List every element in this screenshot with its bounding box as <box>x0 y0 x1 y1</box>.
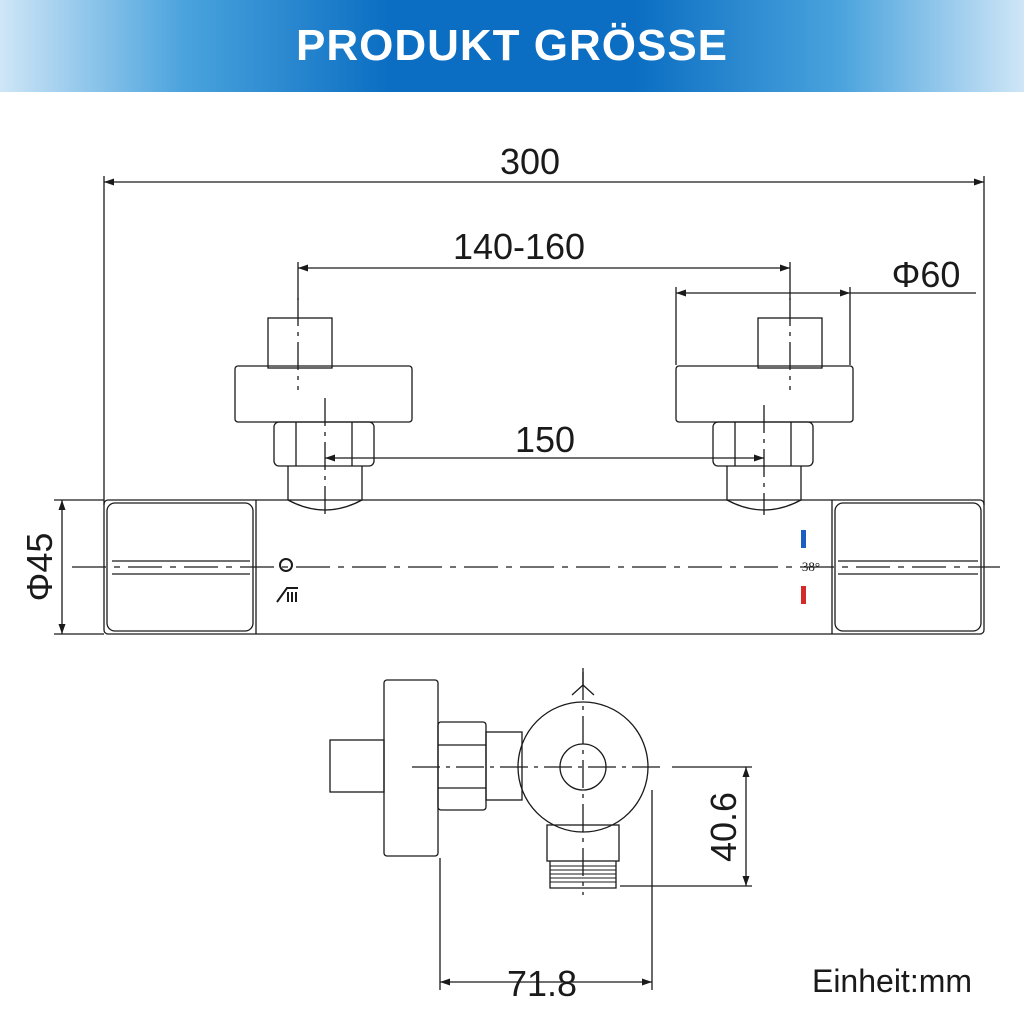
label-total-length: 300 <box>500 141 560 182</box>
temperature-label: 38° <box>802 559 820 574</box>
unit-note: Einheit:mm <box>812 963 972 999</box>
page-title: PRODUKT GRÖSSE <box>295 21 729 70</box>
label-inlet-spacing: 140-160 <box>453 226 585 267</box>
diverter-dot-icon <box>279 558 293 572</box>
side-inlet-pipe <box>329 739 385 793</box>
shower-icon <box>276 587 298 603</box>
cold-mark-icon <box>801 530 806 548</box>
label-body-diameter: Φ45 <box>19 533 60 602</box>
label-center-distance: 150 <box>515 419 575 460</box>
left-hex-nut <box>273 421 375 467</box>
hot-mark-icon <box>801 586 806 604</box>
left-inlet-pipe <box>267 317 333 369</box>
label-side-height: 40.6 <box>703 792 744 862</box>
label-side-depth: 71.8 <box>507 963 577 1004</box>
label-flange-diameter: Φ60 <box>892 254 961 295</box>
header-banner: PRODUKT GRÖSSE <box>0 0 1024 92</box>
left-flange <box>234 365 413 423</box>
side-hex-nut <box>437 721 487 811</box>
right-hex-nut <box>712 421 814 467</box>
side-flange <box>383 679 439 857</box>
side-connector <box>485 731 523 801</box>
